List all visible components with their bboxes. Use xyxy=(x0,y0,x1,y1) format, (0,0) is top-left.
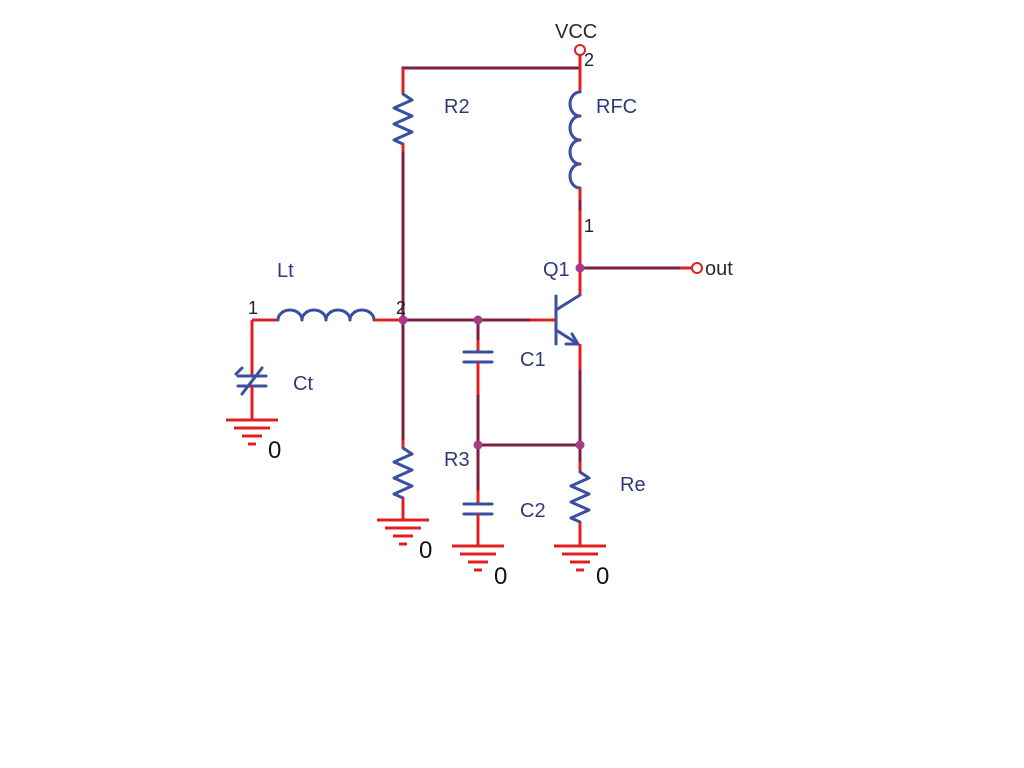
node-c1-c2 xyxy=(473,440,483,450)
node-c1-top xyxy=(473,315,483,325)
resistor-re: Re xyxy=(569,462,646,546)
node-collector-out xyxy=(575,263,585,273)
r3-label: R3 xyxy=(444,449,470,471)
resistor-r2: R2 xyxy=(392,68,470,152)
lt-pin1-number: 1 xyxy=(248,298,258,318)
q1-label: Q1 xyxy=(543,259,570,281)
ground-re-label: 0 xyxy=(596,563,609,590)
c2-label: C2 xyxy=(520,500,546,522)
ground-bias-label: 0 xyxy=(419,537,432,564)
inductor-rfc: RFC 1 xyxy=(568,68,637,236)
lt-pin2-number: 2 xyxy=(396,298,406,318)
vcc-port: VCC 2 xyxy=(555,21,597,70)
lt-label: Lt xyxy=(277,260,294,282)
vcc-label: VCC xyxy=(555,21,597,43)
ground-ct-label: 0 xyxy=(268,437,281,464)
r2-label: R2 xyxy=(444,96,470,118)
re-label: Re xyxy=(620,474,646,496)
capacitor-c1: C1 xyxy=(462,340,546,395)
node-lt-base xyxy=(398,315,408,325)
ground-c2: 0 xyxy=(452,544,507,590)
ground-bias: 0 xyxy=(377,518,432,564)
ground-ct: 0 xyxy=(226,418,281,464)
ground-re: 0 xyxy=(554,544,609,590)
capacitor-ct: Ct xyxy=(234,320,313,420)
c1-label: C1 xyxy=(520,349,546,371)
rfc-label: RFC xyxy=(596,96,637,118)
inductor-lt: Lt 1 2 xyxy=(248,260,406,322)
junction-nodes xyxy=(398,263,585,450)
out-label: out xyxy=(705,258,733,280)
rfc-pin-number: 1 xyxy=(584,216,594,236)
vcc-pin-number: 2 xyxy=(584,50,594,70)
out-port: out xyxy=(680,258,733,280)
wires xyxy=(401,66,692,497)
node-emitter xyxy=(575,440,585,450)
transistor-q1: Q1 xyxy=(530,210,582,370)
ct-label: Ct xyxy=(293,373,313,395)
capacitor-c2: C2 xyxy=(462,490,546,546)
resistor-bias-lower xyxy=(392,440,414,520)
ground-c2-label: 0 xyxy=(494,563,507,590)
